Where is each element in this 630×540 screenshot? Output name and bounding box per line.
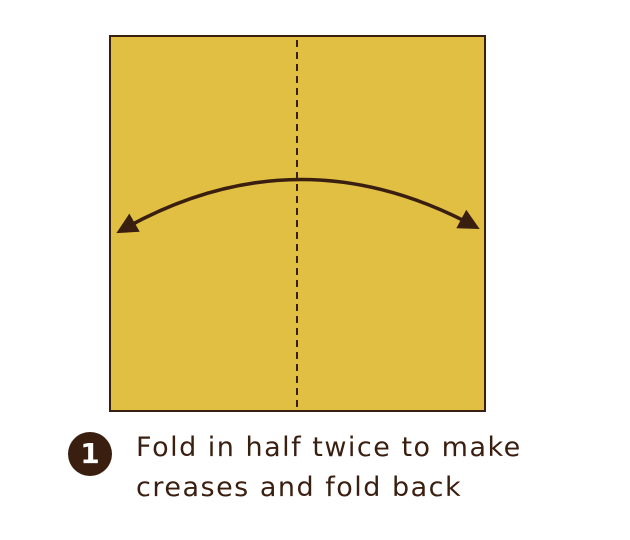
- fold-diagram: [109, 35, 486, 412]
- step-number-badge: 1: [68, 432, 112, 476]
- fold-back-and-forth-arrow: [116, 177, 480, 234]
- step-instruction: Fold in half twice to make creases and f…: [136, 428, 606, 508]
- instruction-line-2: creases and fold back: [136, 472, 463, 503]
- instruction-line-1: Fold in half twice to make: [136, 432, 522, 463]
- step-caption: 1 Fold in half twice to make creases and…: [68, 428, 608, 528]
